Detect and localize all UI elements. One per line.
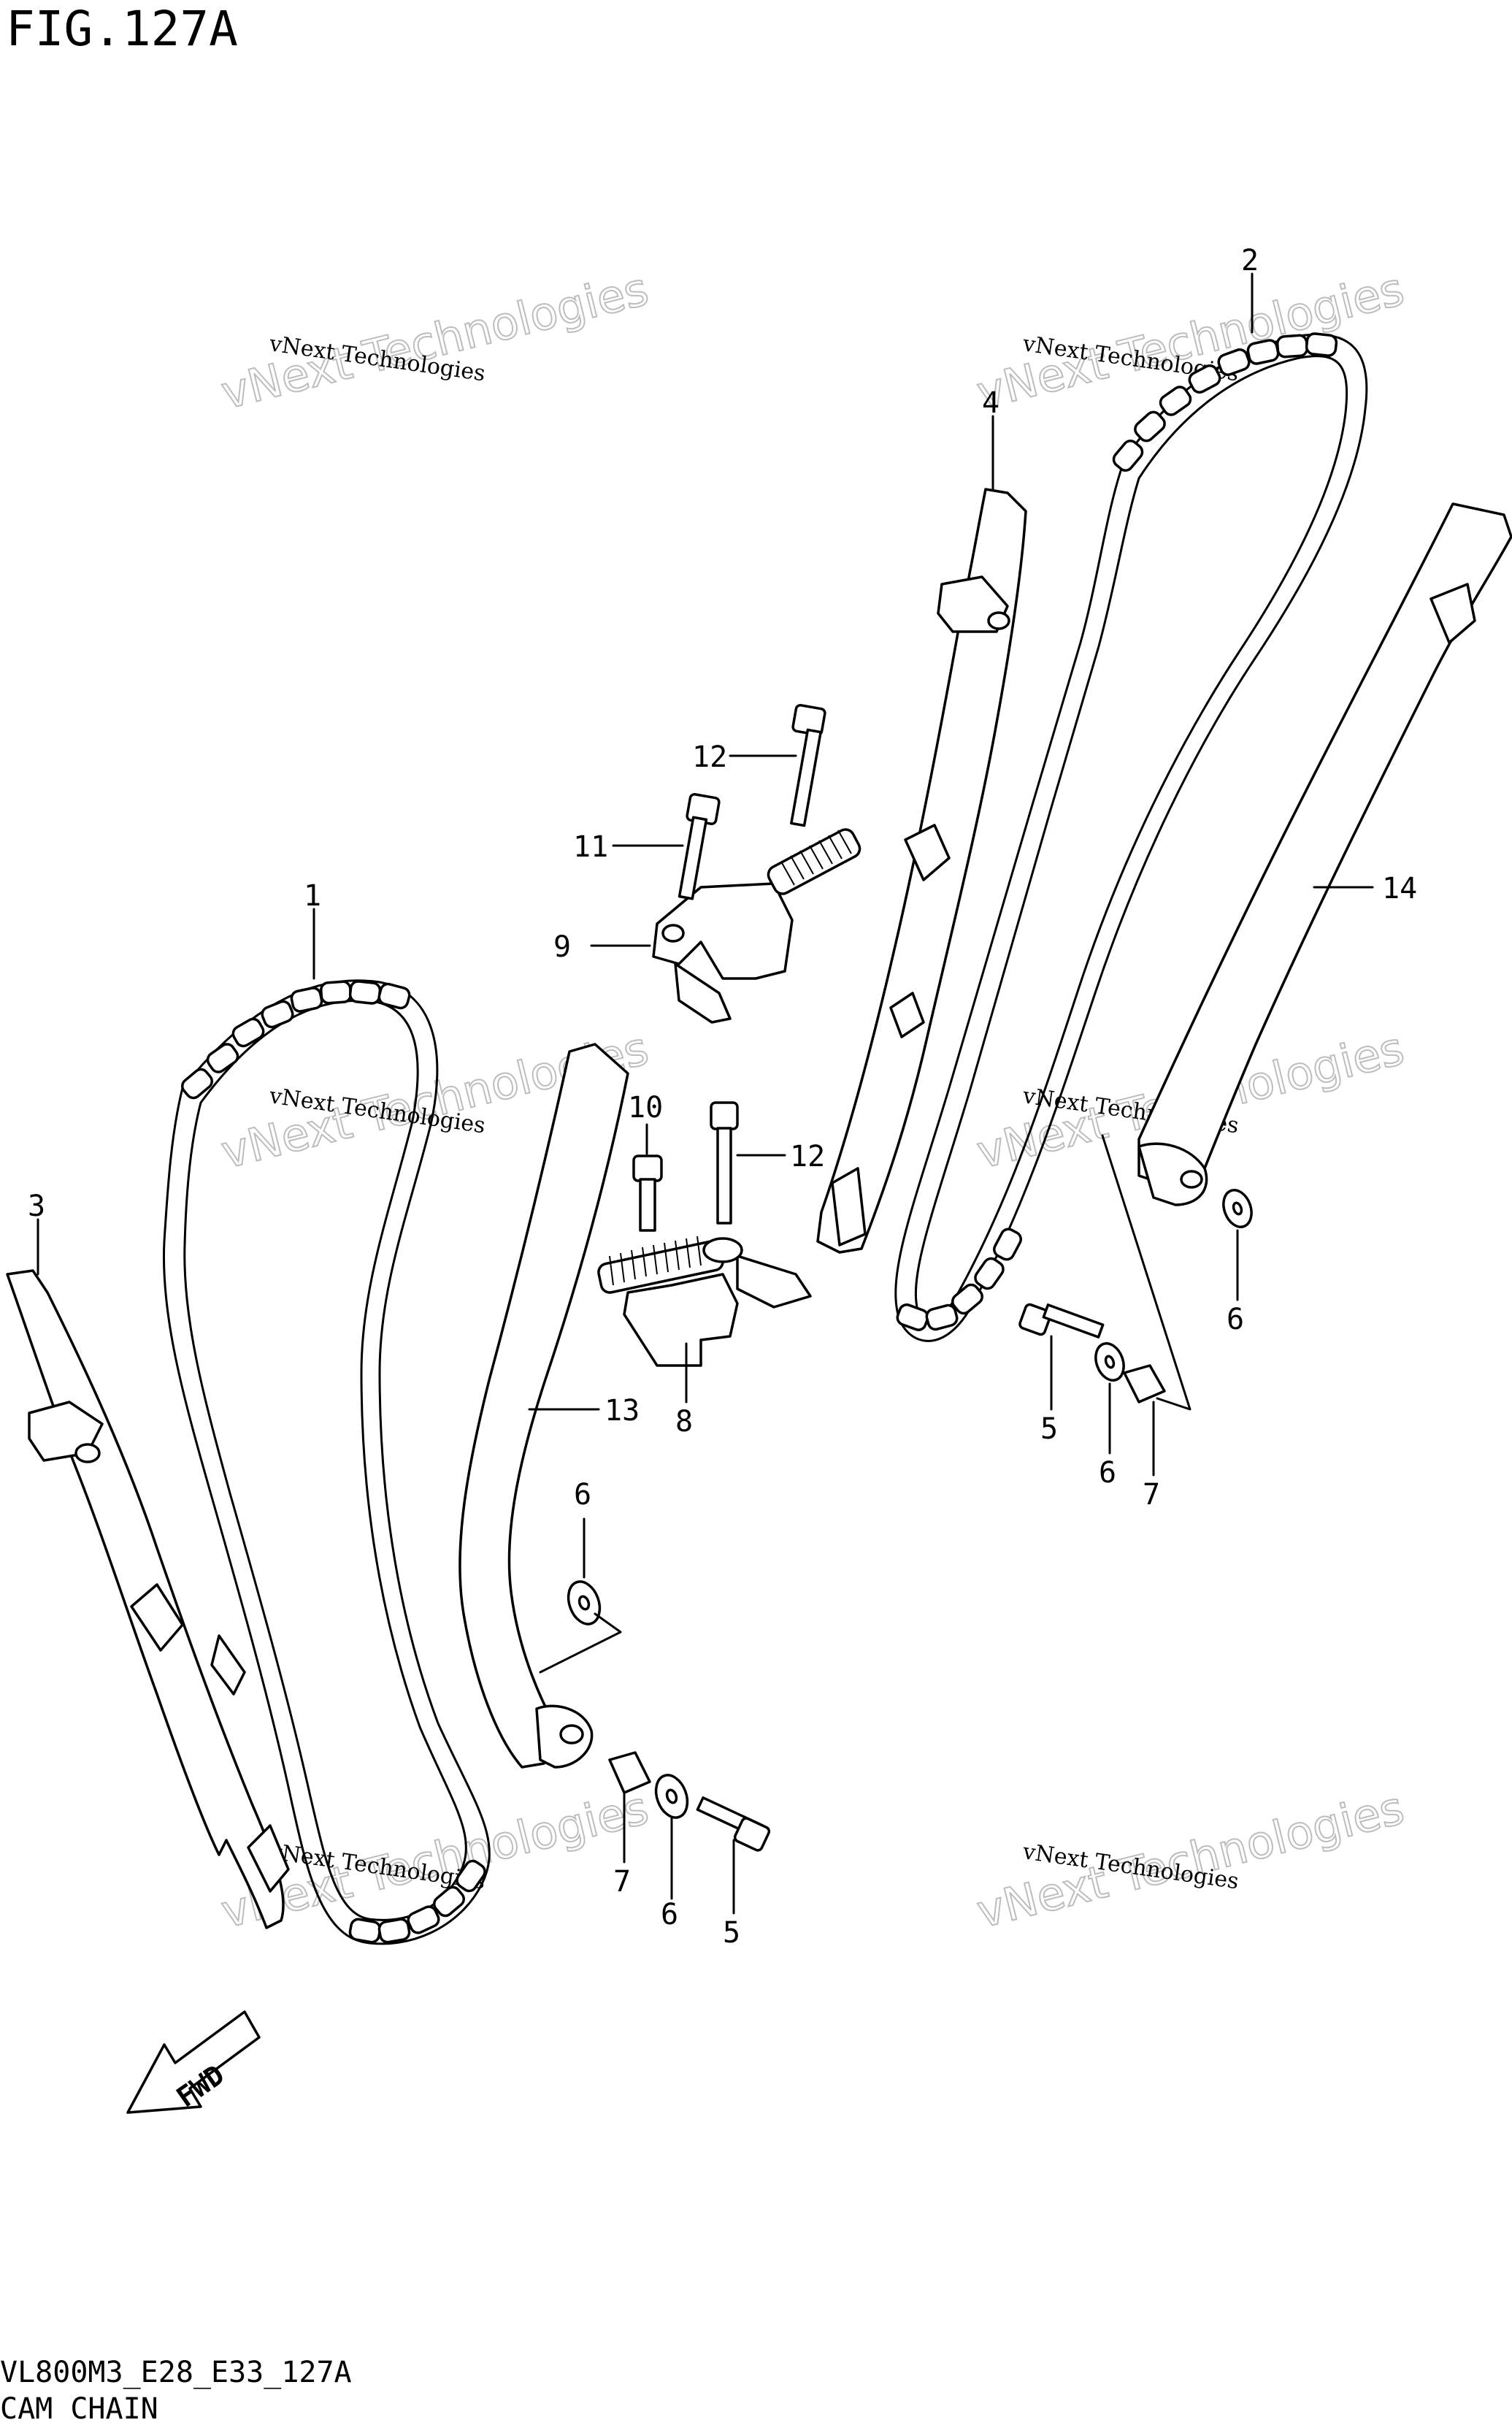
callout-6: 6 xyxy=(1099,1456,1116,1490)
figure-name: CAM CHAIN xyxy=(0,2392,158,2424)
callout-6: 6 xyxy=(661,1898,678,1931)
callout-10: 10 xyxy=(628,1091,663,1125)
figure-title: FIG.127A xyxy=(6,1,238,57)
rear-cam-chain xyxy=(894,332,1368,1342)
callout-2: 2 xyxy=(1241,244,1259,277)
figure-code: VL800M3_E28_E33_127A xyxy=(0,2356,352,2389)
callout-7: 7 xyxy=(1143,1478,1160,1512)
leader-lines xyxy=(37,272,1374,1915)
callout-3: 3 xyxy=(28,1190,45,1223)
chain-links xyxy=(181,980,486,1944)
fasteners xyxy=(567,1189,1253,1852)
fwd-arrow: FWD xyxy=(126,2010,261,2114)
front-chain-guide xyxy=(6,1269,290,1929)
callouts: 1 2 3 4 5 5 6 6 6 6 7 7 8 9 10 11 12 12 … xyxy=(28,244,1417,1950)
tensioner-bolts xyxy=(632,704,826,1232)
callout-11: 11 xyxy=(573,830,608,864)
callout-13: 13 xyxy=(605,1394,640,1428)
rear-tensioner-blade xyxy=(1137,502,1512,1206)
callout-5: 5 xyxy=(723,1916,740,1950)
callout-9: 9 xyxy=(553,930,571,964)
callout-1: 1 xyxy=(304,879,321,913)
front-tensioner xyxy=(597,1236,812,1367)
callout-6: 6 xyxy=(574,1478,591,1512)
front-tensioner-blade xyxy=(458,1043,629,1769)
callout-12: 12 xyxy=(790,1140,825,1173)
callout-8: 8 xyxy=(675,1405,693,1439)
chain-links xyxy=(896,332,1338,1331)
rear-chain-guide xyxy=(816,488,1027,1254)
front-cam-chain xyxy=(162,979,491,1945)
callout-4: 4 xyxy=(982,386,999,420)
callout-12: 12 xyxy=(692,740,727,774)
callout-6: 6 xyxy=(1227,1303,1244,1336)
callout-5: 5 xyxy=(1040,1412,1058,1446)
callout-7: 7 xyxy=(613,1865,631,1899)
rear-tensioner xyxy=(652,828,861,1024)
callout-14: 14 xyxy=(1382,872,1417,905)
